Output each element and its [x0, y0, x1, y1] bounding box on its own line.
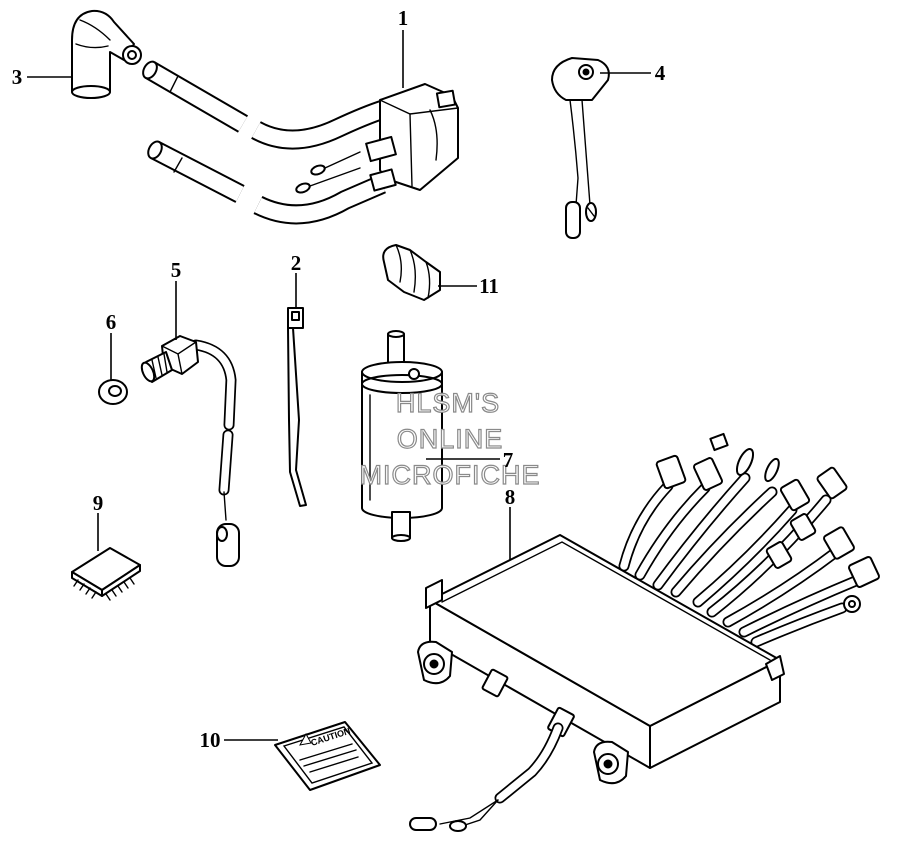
watermark: HLSM'S ONLINE MICROFICHE — [359, 387, 541, 490]
callout-3: 3 — [12, 65, 23, 89]
fuel-pump-part — [361, 330, 443, 542]
callout-10: 10 — [200, 728, 221, 752]
cable-tie-part — [287, 307, 307, 507]
watermark-line-2: ONLINE — [397, 424, 504, 454]
callout-4: 4 — [655, 61, 666, 85]
callout-7: 7 — [503, 448, 514, 472]
sensor-part-4 — [551, 57, 610, 239]
watermark-line-1: HLSM'S — [396, 388, 500, 418]
plug-cap-part — [71, 9, 142, 99]
callout-numbers: 1 2 3 4 5 6 7 8 9 10 11 — [12, 6, 666, 752]
ic-chip-part — [71, 547, 141, 601]
callout-11: 11 — [479, 274, 499, 298]
callout-8: 8 — [505, 485, 516, 509]
callout-9: 9 — [93, 491, 104, 515]
temperature-sensor-part — [140, 335, 240, 567]
ecu-unit-part — [409, 432, 880, 832]
callout-6: 6 — [106, 310, 117, 334]
washer-part — [98, 379, 128, 405]
watermark-line-3: MICROFICHE — [360, 460, 541, 490]
callout-1: 1 — [398, 6, 409, 30]
callout-5: 5 — [171, 258, 182, 282]
ignition-coil-part — [140, 59, 459, 214]
callout-2: 2 — [291, 251, 302, 275]
leader-lines — [27, 30, 651, 741]
clip-part — [382, 244, 441, 301]
harness-connectors — [655, 432, 880, 613]
caution-decal-part: CAUTION — [274, 721, 381, 791]
